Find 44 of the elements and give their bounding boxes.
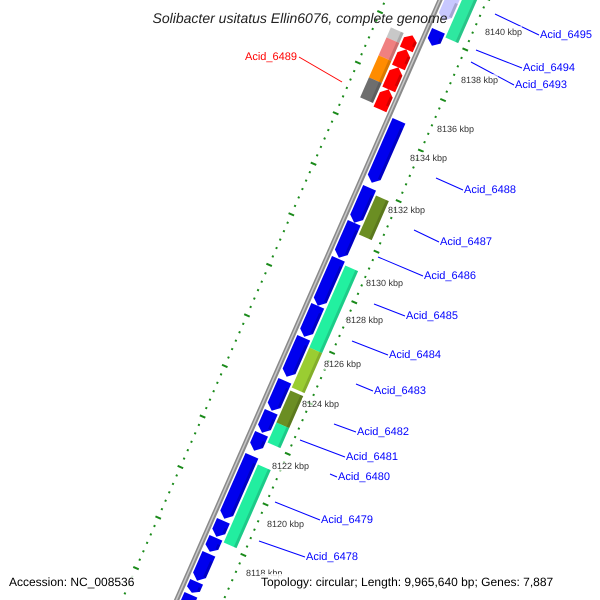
gene-label: Acid_6494 (523, 61, 575, 75)
tick-label: 8124 kbp (302, 398, 340, 410)
tick-label: 8130 kbp (366, 277, 404, 289)
leader-line (374, 304, 406, 316)
tick-label: 8134 kbp (410, 152, 448, 164)
gene-label: Acid_6495 (540, 28, 592, 42)
gene-label: Acid_6482 (357, 425, 409, 439)
leader-line (298, 56, 342, 82)
tick-label: 8138 kbp (461, 74, 498, 86)
tick-label: 8128 kbp (346, 314, 384, 326)
info-text: Topology: circular; Length: 9,965,640 bp; Genes: 7,887 (261, 574, 554, 590)
gene-label: Acid_6480 (338, 470, 390, 484)
tick-label: 8132 kbp (388, 204, 426, 216)
gene-label: Acid_6487 (440, 235, 492, 249)
genome-title: Solibacter usitatus Ellin6076, complete genome (152, 10, 448, 26)
gene-label: Acid_6488 (464, 183, 516, 197)
tick-label: 8122 kbp (272, 460, 310, 472)
leader-line (300, 440, 346, 458)
leader-line (330, 474, 338, 478)
leader-line (436, 178, 464, 190)
gene-label: Acid_6481 (346, 450, 398, 464)
leader-line (476, 50, 522, 68)
leader-line (378, 256, 424, 276)
tick-label: 8126 kbp (324, 358, 362, 370)
gene-label: Acid_6489 (245, 50, 297, 64)
gene-label: Acid_6478 (306, 550, 358, 564)
gene-label: Acid_6479 (321, 513, 373, 527)
tick-label: 8136 kbp (437, 123, 474, 135)
leader-line (414, 230, 440, 242)
gene-label: Acid_6485 (406, 309, 458, 323)
leader-line (334, 424, 356, 432)
gene-label: Acid_6493 (515, 78, 567, 92)
info-text: Accession: NC_008536 (9, 574, 134, 590)
tick-label: 8140 kbp (485, 26, 522, 38)
leader-line (352, 340, 388, 356)
gene-label: Acid_6486 (424, 269, 476, 283)
leader-line (494, 14, 540, 36)
leader-line (258, 540, 306, 558)
gene-label: Acid_6484 (389, 348, 441, 362)
leader-line (274, 502, 320, 520)
leader-line (356, 384, 374, 392)
gene-label: Acid_6483 (374, 384, 426, 398)
tick-label: 8120 kbp (267, 518, 304, 530)
leader-line (470, 62, 514, 86)
